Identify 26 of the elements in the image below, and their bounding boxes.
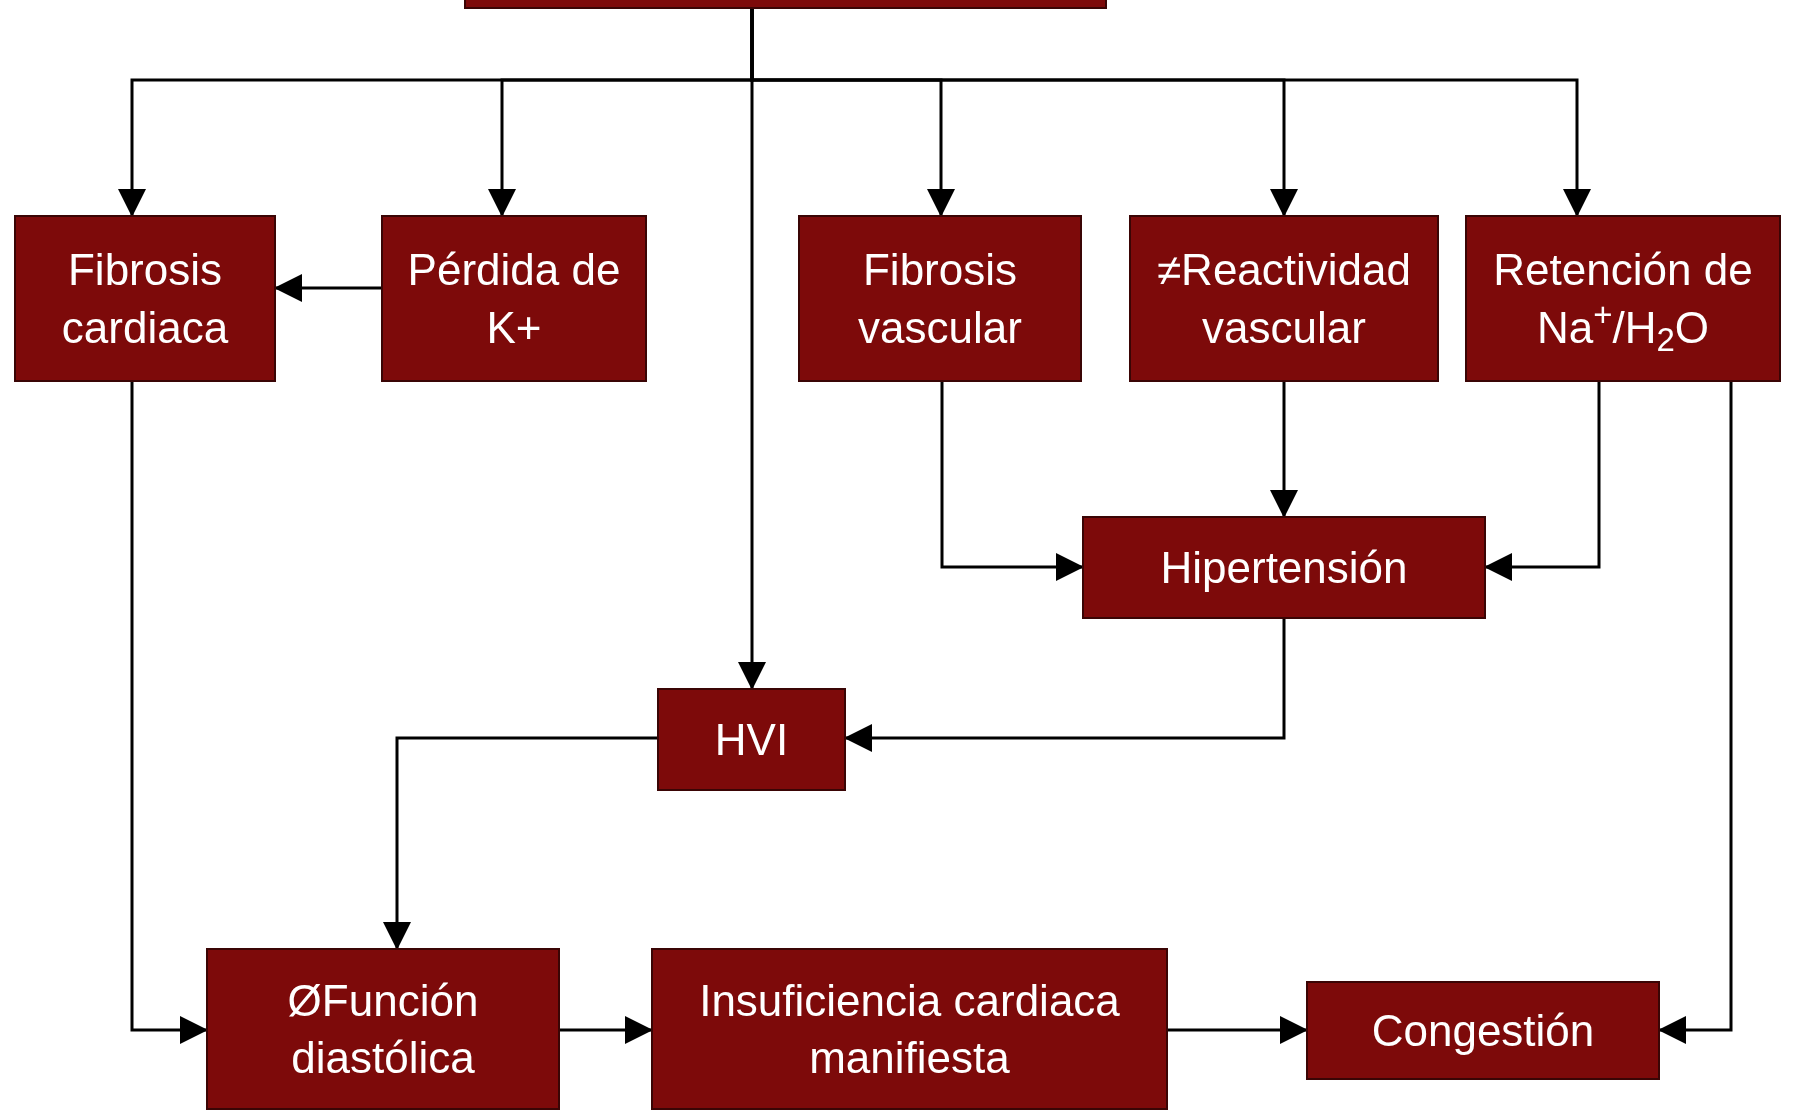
box-text: Congestión xyxy=(1371,1004,1595,1057)
process-box xyxy=(798,215,1082,382)
arrow xyxy=(383,736,657,950)
arrow xyxy=(560,1016,653,1044)
process-box xyxy=(1306,981,1660,1080)
box-text: HVI xyxy=(714,713,789,766)
process-box xyxy=(1129,215,1439,382)
process-box xyxy=(1082,516,1486,619)
process-box xyxy=(651,948,1168,1110)
box-text: Pérdida de K+ xyxy=(406,244,622,354)
box-text: ≠Reactividad vascular xyxy=(1155,244,1413,354)
box-text: Fibrosis cardiaca xyxy=(60,244,230,354)
arrow xyxy=(940,382,1084,581)
process-box xyxy=(1465,215,1781,382)
arrow xyxy=(1168,1016,1308,1044)
box-text: Insuficiencia cardiaca manifiesta xyxy=(698,974,1121,1084)
process-box xyxy=(381,215,647,382)
box-text: ØFunción diastólica xyxy=(286,974,480,1084)
box-text: Hipertensión xyxy=(1160,541,1408,594)
box-text: Fibrosis vascular xyxy=(857,244,1023,354)
process-box xyxy=(206,948,560,1110)
arrow xyxy=(130,382,208,1044)
process-box xyxy=(657,688,846,791)
box-text: Retención de Na$^{+}$/H$_{2}$O xyxy=(1492,244,1754,356)
arrow xyxy=(1270,382,1298,518)
process-box xyxy=(14,215,276,382)
